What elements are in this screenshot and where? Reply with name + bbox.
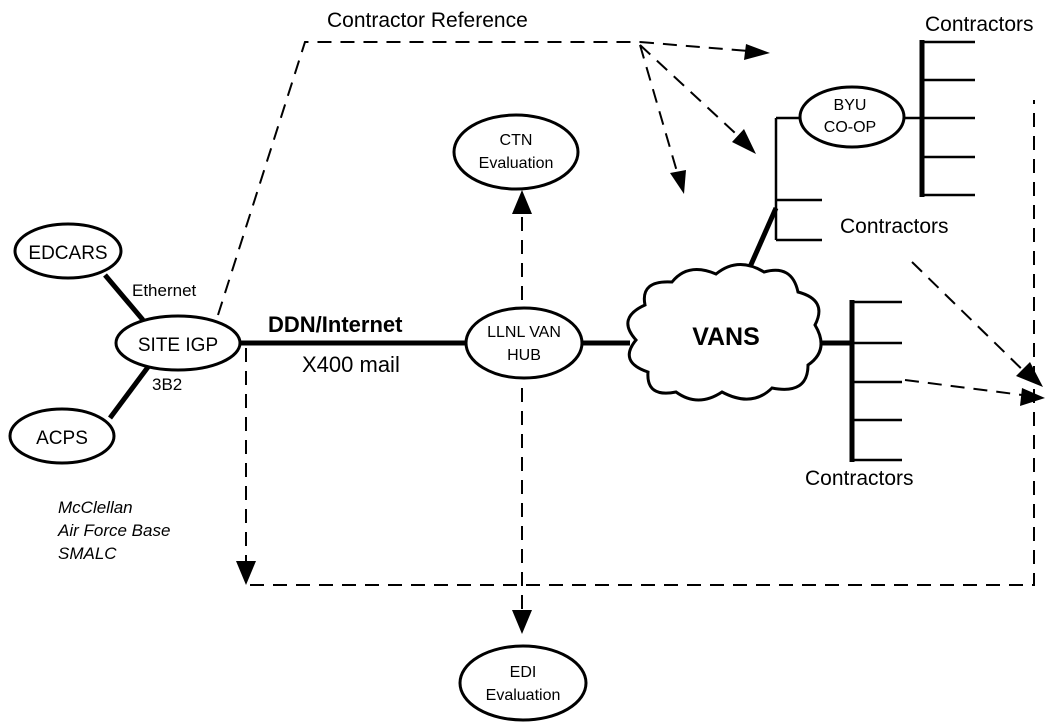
llnl-label-line1: LLNL VAN [487, 324, 561, 341]
edi-label-line2: Evaluation [486, 687, 561, 704]
acps-label: ACPS [36, 428, 88, 449]
reference-arrow-vans-2 [639, 44, 749, 146]
contractors-bottom-label: Contractors [805, 467, 914, 490]
arrowhead-right-collection-1 [1016, 362, 1043, 387]
contractor-reference-line [217, 41, 640, 316]
arrowhead-edi [512, 610, 532, 634]
vans-cloud [626, 263, 823, 402]
arrowhead-ctn [512, 190, 532, 214]
arrowhead-right-collection-2 [1020, 388, 1045, 406]
solid-links [103, 116, 922, 420]
contractors-mid-to-right [911, 261, 1036, 383]
base-label-line1: McClellan [58, 498, 133, 517]
arrowhead-reference-vans-2 [732, 129, 756, 154]
ctn-label-line2: Evaluation [479, 155, 554, 172]
llnl-label-line2: HUB [507, 347, 541, 364]
byu-coop-node [798, 85, 906, 149]
bottom-return-line [250, 100, 1035, 586]
edcars-label: EDCARS [28, 243, 107, 264]
edcars-link [103, 273, 145, 322]
arrowheads [236, 44, 1045, 634]
ctn-label-line1: CTN [500, 132, 533, 149]
edi-label-line1: EDI [510, 664, 537, 681]
edi-evaluation-node [458, 644, 588, 722]
byu-label-line2: CO-OP [824, 119, 876, 136]
reference-arrow-right [639, 41, 761, 53]
byu-label-line1: BYU [834, 97, 867, 114]
base-label-line3: SMALC [58, 544, 117, 563]
llnl-van-hub-node [464, 306, 584, 380]
arrowhead-reference-right [744, 44, 770, 60]
arrowhead-reference-vans-1 [670, 170, 686, 194]
site-igp-node [114, 314, 242, 372]
site-igp-label: SITE IGP [138, 335, 218, 356]
dashed-flows [217, 41, 1039, 625]
contractors-comb-bottom [849, 300, 902, 462]
contractors-top-label: Contractors [925, 13, 1034, 36]
contractors-comb-mid [776, 198, 822, 242]
ddn-internet-label: DDN/Internet [268, 312, 403, 337]
contractor-reference-label: Contractor Reference [327, 9, 528, 32]
acps-node [8, 407, 116, 465]
acps-link [107, 365, 151, 420]
edcars-node [13, 222, 123, 280]
contractors-bottom-to-right [904, 379, 1039, 398]
contractors-mid-label: Contractors [840, 215, 949, 238]
contractors-comb-top [919, 40, 975, 197]
base-label-line2: Air Force Base [57, 521, 170, 540]
ctn-evaluation-node [452, 113, 580, 191]
ethernet-label: Ethernet [132, 281, 197, 300]
vans-label: VANS [692, 323, 760, 351]
model-3b2-label: 3B2 [152, 375, 182, 394]
reference-arrow-vans-1 [639, 44, 681, 183]
x400-mail-label: X400 mail [302, 352, 400, 377]
arrowhead-site-down [236, 561, 256, 585]
